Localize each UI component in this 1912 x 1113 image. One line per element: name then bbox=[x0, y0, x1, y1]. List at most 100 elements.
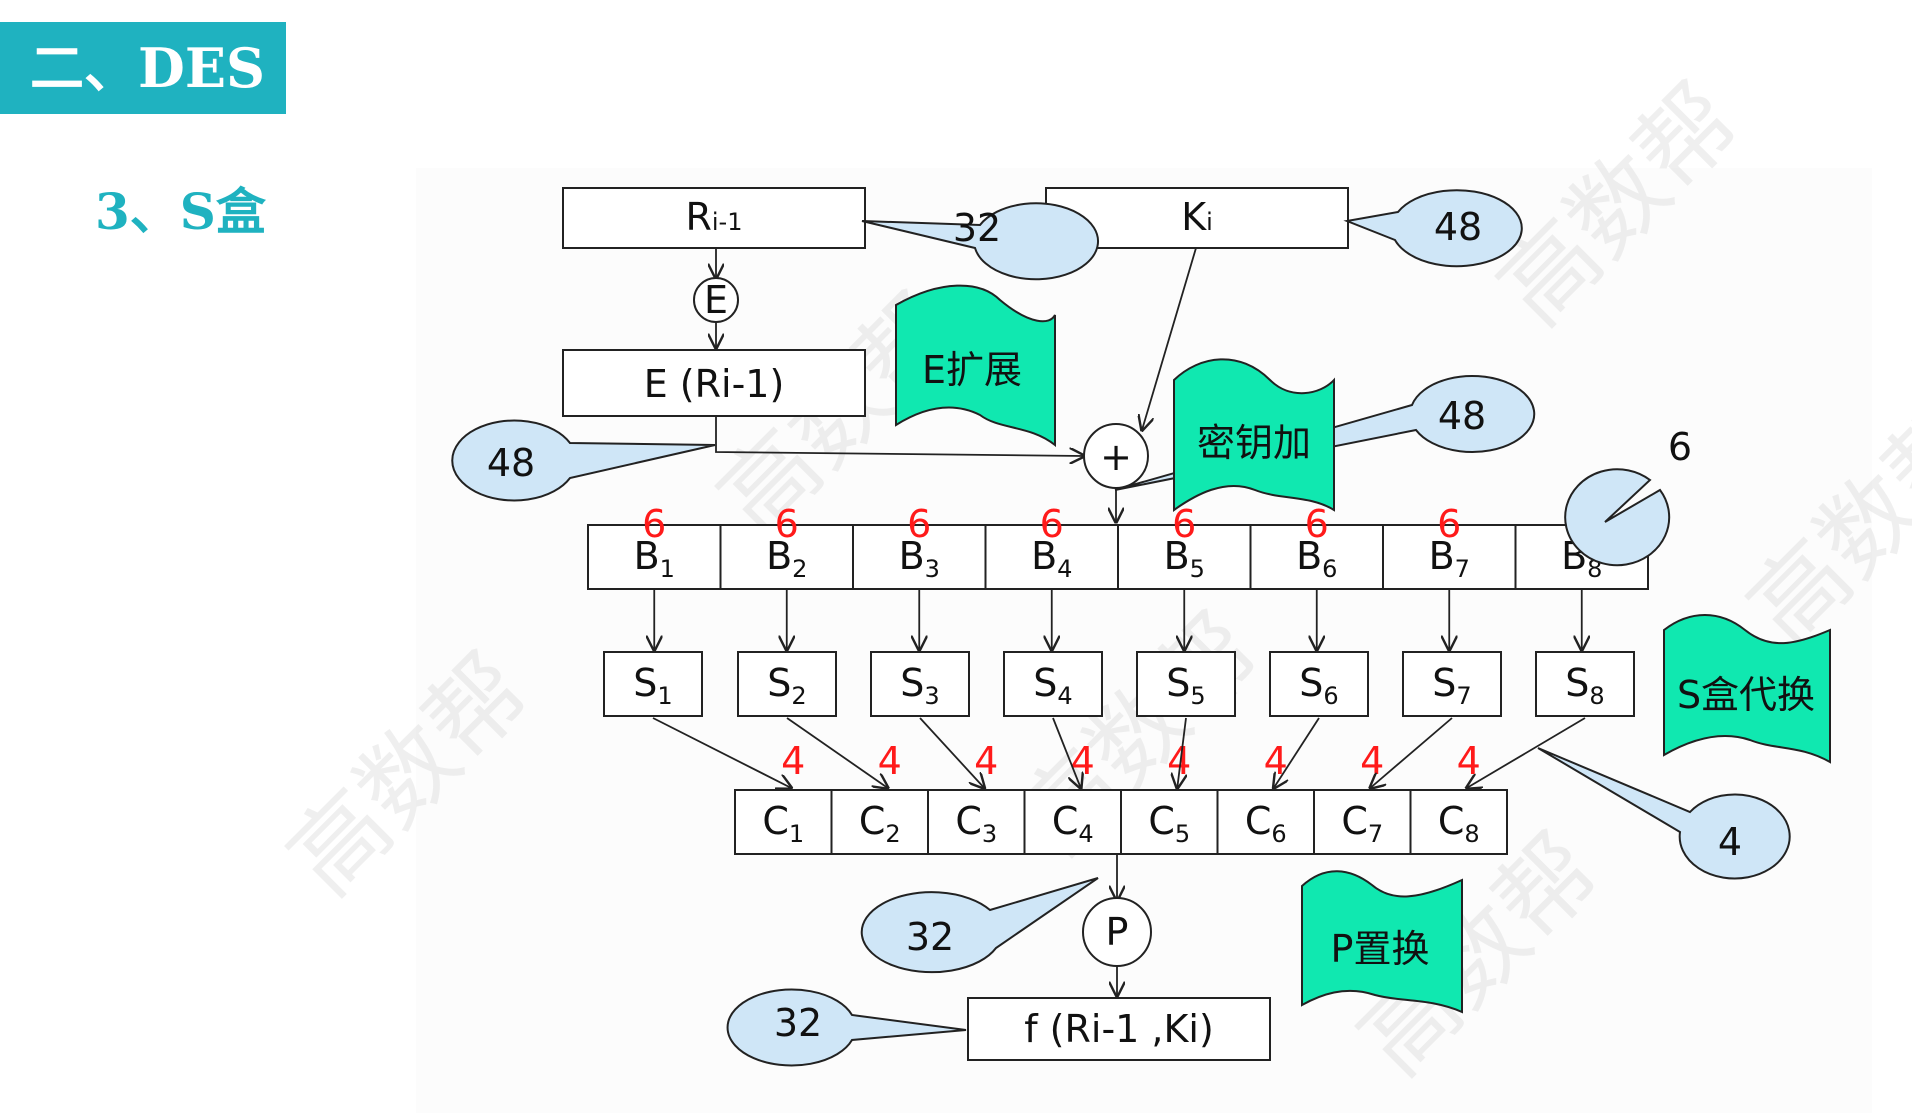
b-box-7 bbox=[1382, 524, 1517, 590]
s-box-label-5: S5 bbox=[1166, 661, 1205, 710]
b-row: B16B26B36B46B56B66B76B86 bbox=[587, 502, 1649, 650]
s-to-c-arrow-4 bbox=[1052, 717, 1081, 788]
c-bit-count-4: 4 bbox=[1071, 739, 1095, 783]
svg-text:P置换: P置换 bbox=[1331, 927, 1430, 971]
b-bit-count-7: 6 bbox=[1437, 502, 1461, 546]
s-to-c-arrow-3 bbox=[919, 717, 984, 788]
s-box-5 bbox=[1136, 651, 1236, 717]
b-bit-count-1: 6 bbox=[642, 502, 666, 546]
b-box-5 bbox=[1117, 524, 1252, 590]
svg-text:S盒代换: S盒代换 bbox=[1677, 673, 1815, 717]
s-box-label-6: S6 bbox=[1299, 661, 1338, 710]
c-box-label-8: C8 bbox=[1438, 799, 1480, 848]
b-bit-count-6: 6 bbox=[1305, 502, 1329, 546]
b-bit-count-4: 6 bbox=[1040, 502, 1064, 546]
e-expanded-box bbox=[562, 349, 866, 417]
e-circle-label: E bbox=[704, 278, 728, 322]
watermark-text: 高数帮 bbox=[1477, 63, 1760, 346]
s-to-c-arrow-2 bbox=[786, 717, 888, 788]
ebox-to-xor-line bbox=[715, 416, 1084, 456]
k-input-label: Ki bbox=[1181, 195, 1213, 239]
c-box-7 bbox=[1313, 789, 1412, 855]
s-box-3 bbox=[870, 651, 970, 717]
b-box-label-6: B6 bbox=[1296, 534, 1337, 583]
c-box-label-3: C3 bbox=[955, 799, 997, 848]
c-box-label-5: C5 bbox=[1148, 799, 1190, 848]
b-box-6 bbox=[1249, 524, 1384, 590]
s-box-8 bbox=[1535, 651, 1635, 717]
c-box-label-6: C6 bbox=[1245, 799, 1287, 848]
flag-key-add: 密钥加 bbox=[1173, 358, 1335, 512]
svg-text:48: 48 bbox=[1438, 394, 1486, 438]
s-box-2 bbox=[737, 651, 837, 717]
s-box-label-3: S3 bbox=[900, 661, 939, 710]
svg-text:32: 32 bbox=[906, 915, 954, 959]
s-box-label-4: S4 bbox=[1033, 661, 1072, 710]
svg-text:密钥加: 密钥加 bbox=[1197, 421, 1311, 465]
watermark-text: 高数帮 bbox=[267, 633, 550, 916]
svg-text:6: 6 bbox=[1668, 425, 1692, 469]
callout-f-bits: 32 bbox=[726, 988, 967, 1067]
c-box-label-2: C2 bbox=[859, 799, 901, 848]
s-box-7 bbox=[1402, 651, 1502, 717]
s-box-label-1: S1 bbox=[633, 661, 672, 710]
c-box-4 bbox=[1023, 789, 1122, 855]
b-box-label-1: B1 bbox=[634, 534, 675, 583]
c-bit-count-2: 4 bbox=[878, 739, 902, 783]
c-box-8 bbox=[1409, 789, 1508, 855]
callout-r-bits: 32 bbox=[861, 202, 1099, 281]
r-input-box bbox=[562, 187, 866, 249]
callout-k-bits: 48 bbox=[1343, 189, 1523, 268]
s-box-label-7: S7 bbox=[1432, 661, 1471, 710]
s-to-c-arrow-8 bbox=[1467, 717, 1586, 788]
s-box-label-8: S8 bbox=[1565, 661, 1604, 710]
svg-text:4: 4 bbox=[1718, 820, 1742, 864]
c-box-label-7: C7 bbox=[1341, 799, 1383, 848]
f-output-label: f (Ri-1 ,Ki) bbox=[1024, 1007, 1214, 1051]
s-box-1 bbox=[603, 651, 703, 717]
r-input-label: Ri-1 bbox=[685, 195, 742, 239]
xor-label: + bbox=[1100, 435, 1132, 479]
s-box-6 bbox=[1269, 651, 1369, 717]
callout-b-group-bits: 6 bbox=[1564, 425, 1692, 567]
s-box-4 bbox=[1003, 651, 1103, 717]
s-to-c-arrow-7 bbox=[1370, 717, 1453, 788]
flags: E扩展 密钥加 S盒代换 P置换 bbox=[895, 284, 1831, 1014]
svg-text:E扩展: E扩展 bbox=[922, 348, 1022, 392]
c-box-2 bbox=[830, 789, 929, 855]
c-box-label-4: C4 bbox=[1052, 799, 1094, 848]
flag-s-sub: S盒代换 bbox=[1663, 614, 1831, 764]
c-bit-count-8: 4 bbox=[1457, 739, 1481, 783]
s-box-label-2: S2 bbox=[767, 661, 806, 710]
s-to-c-arrow-1 bbox=[652, 717, 791, 788]
b-box-label-4: B4 bbox=[1031, 534, 1072, 583]
b-bit-count-2: 6 bbox=[775, 502, 799, 546]
b-box-label-2: B2 bbox=[766, 534, 807, 583]
b-box-label-3: B3 bbox=[899, 534, 940, 583]
b-box-label-5: B5 bbox=[1164, 534, 1205, 583]
callout-c-total-bits: 32 bbox=[860, 877, 1099, 974]
callout-e-bits: 48 bbox=[451, 419, 716, 502]
svg-text:32: 32 bbox=[953, 206, 1001, 250]
c-bit-count-1: 4 bbox=[781, 739, 805, 783]
b-bit-count-3: 6 bbox=[907, 502, 931, 546]
section-tag: 二、DES bbox=[0, 22, 286, 114]
c-bit-count-3: 4 bbox=[974, 739, 998, 783]
p-circle-label: P bbox=[1106, 910, 1129, 954]
section-subtitle: 3、S盒 bbox=[95, 182, 266, 241]
e-expanded-label: E (Ri-1) bbox=[644, 362, 785, 406]
b-box-4 bbox=[984, 524, 1119, 590]
k-to-xor-line bbox=[1142, 247, 1197, 430]
callout-s-out-bits: 4 bbox=[1537, 747, 1791, 880]
flag-e-expand: E扩展 bbox=[895, 284, 1056, 448]
svg-text:48: 48 bbox=[487, 441, 535, 485]
b-box-label-7: B7 bbox=[1429, 534, 1470, 583]
s-row: S1 S2 S3 S4 S5 S6 S7 S8 bbox=[603, 651, 1635, 717]
c-bit-count-7: 4 bbox=[1360, 739, 1384, 783]
s-to-c-arrow-6 bbox=[1274, 717, 1320, 788]
c-bit-count-6: 4 bbox=[1264, 739, 1288, 783]
svg-text:32: 32 bbox=[774, 1001, 822, 1045]
svg-text:48: 48 bbox=[1434, 205, 1482, 249]
